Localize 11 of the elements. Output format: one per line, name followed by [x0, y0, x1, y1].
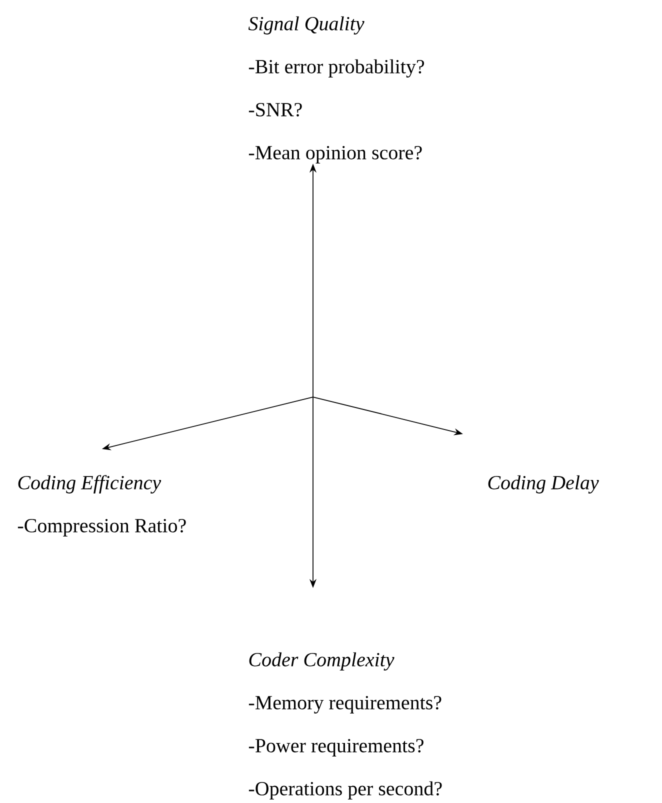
heading: Coder Complexity [249, 652, 394, 671]
question-item: -Operations per second? [248, 781, 442, 800]
question-item: -Memory requirements? [248, 696, 442, 714]
heading: Coding Efficiency [18, 475, 162, 494]
question-item: -Power requirements? [248, 738, 424, 756]
question-item: -Bit error probability? [248, 59, 424, 78]
question-item: -SNR? [248, 102, 302, 116]
question-item: -Compression Ratio? [18, 518, 186, 536]
heading: Coding Delay [488, 475, 599, 494]
heading: Signal Quality [248, 16, 364, 35]
question-item: -Mean opinion score? [248, 146, 422, 164]
